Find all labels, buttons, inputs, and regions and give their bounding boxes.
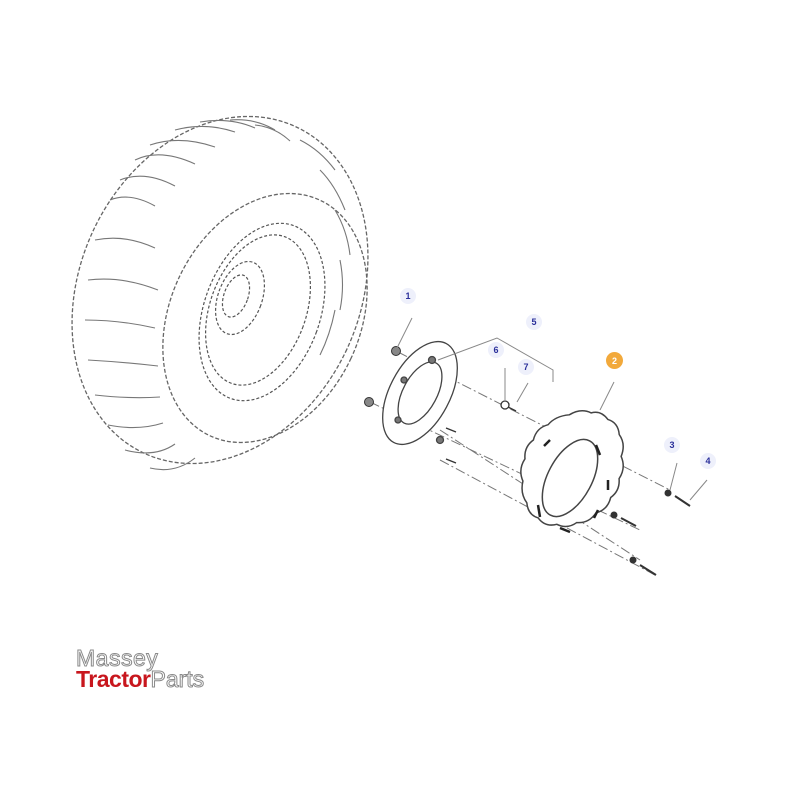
wheel-rim-illustration	[198, 222, 326, 402]
callout-4[interactable]: 4	[700, 453, 716, 469]
logo-parts: Parts	[150, 666, 205, 692]
callout-6[interactable]: 6	[488, 342, 504, 358]
adapter-plate-illustration	[382, 340, 458, 446]
callout-7[interactable]: 7	[518, 359, 534, 375]
tire-illustration	[71, 115, 369, 471]
nut-illustrations	[364, 346, 401, 407]
callout-5[interactable]: 5	[526, 314, 542, 330]
bolt-illustrations	[445, 400, 517, 464]
small-bolt-illustrations	[610, 489, 691, 576]
wheel-weight-illustration	[520, 410, 624, 534]
logo-line-massey: Massey	[75, 645, 159, 671]
brand-logo: Massey TractorParts	[75, 645, 205, 692]
logo-tractor: Tractor	[76, 666, 151, 692]
callout-1[interactable]: 1	[400, 288, 416, 304]
logo-line-tractorparts: TractorParts	[76, 666, 205, 692]
callout-leader-lines	[396, 317, 708, 501]
callout-2[interactable]: 2	[606, 352, 623, 369]
callout-3[interactable]: 3	[664, 437, 680, 453]
